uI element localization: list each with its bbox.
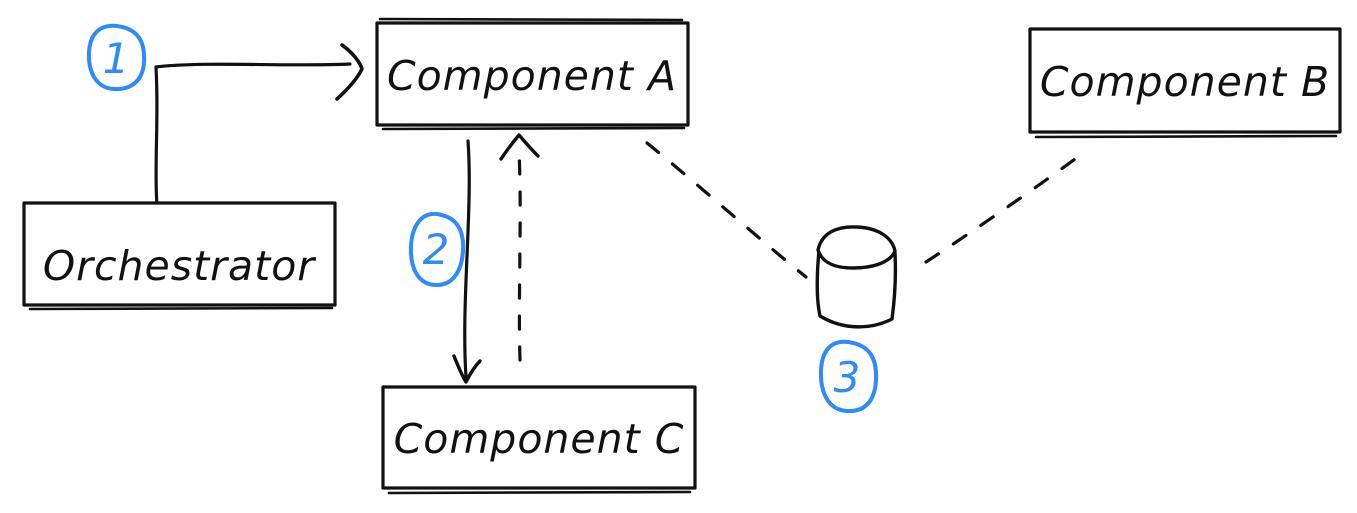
edge-component-a-to-component-c — [452, 139, 482, 384]
step-2-circle — [408, 211, 466, 288]
edge-database-to-component-b — [924, 149, 1088, 264]
step-1-badge: 1 — [86, 23, 147, 92]
component-a-box-overdraw-top — [378, 17, 684, 22]
component-c-box-overdraw — [387, 490, 692, 495]
component-a-box-border — [375, 21, 690, 127]
database-cylinder-top — [816, 225, 897, 270]
arrowhead-into-component-a — [335, 43, 364, 101]
step-1-label: 1 — [103, 34, 130, 83]
component-c-box: Component C — [381, 385, 697, 495]
orchestrator-box: Orchestrator — [22, 201, 337, 311]
orchestrator-label: Orchestrator — [43, 242, 316, 290]
database-icon — [815, 225, 898, 329]
edge-component-a-to-database — [645, 141, 808, 279]
component-b-box-border — [1028, 27, 1342, 134]
database-cylinder-body — [815, 248, 898, 329]
component-b-box: Component B — [1028, 27, 1342, 139]
step-3-badge: 3 — [818, 339, 879, 414]
edge-component-c-to-component-a — [499, 133, 540, 362]
component-c-box-border — [381, 385, 697, 490]
orchestrator-box-overdraw — [28, 306, 334, 311]
edge-orchestrator-to-component-a — [154, 43, 364, 207]
step-2-label: 2 — [423, 225, 450, 274]
component-c-label: Component C — [394, 415, 685, 463]
step-1-circle — [86, 23, 147, 92]
component-b-label: Component B — [1040, 58, 1330, 106]
component-a-label: Component A — [387, 52, 677, 100]
component-a-box-overdraw-bottom — [381, 126, 686, 131]
edge-c-a-dashed-line — [517, 150, 522, 362]
edge-a-c-line — [463, 139, 471, 379]
edge-orchestrator-vertical-line — [154, 66, 159, 207]
component-a-box: Component A — [375, 17, 690, 131]
step-3-circle — [818, 339, 879, 414]
step-3-label: 3 — [834, 353, 861, 402]
arrowhead-into-component-c — [452, 354, 482, 384]
edge-orchestrator-horizontal-line — [154, 62, 352, 69]
step-2-badge: 2 — [408, 211, 466, 288]
orchestrator-box-border — [22, 201, 337, 307]
component-b-box-overdraw — [1034, 134, 1338, 139]
arrowhead-into-component-a-bottom — [499, 133, 540, 161]
